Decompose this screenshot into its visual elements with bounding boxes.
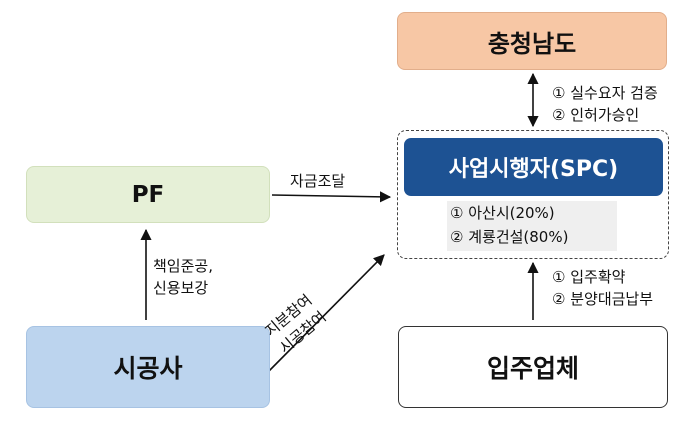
node-pf-label: PF xyxy=(131,181,165,208)
edge-label-line: ② 인허가승인 xyxy=(552,106,640,124)
edge-label-line: 신용보강 xyxy=(153,279,209,297)
edge-label-line: 책임준공, xyxy=(153,257,213,275)
edge-label-line: ① 실수요자 검증 xyxy=(552,84,658,102)
node-builder-label: 시공사 xyxy=(113,354,183,383)
arrow-pf-spc xyxy=(271,191,392,203)
node-pf: PF xyxy=(26,166,270,223)
node-tenant: 입주업체 xyxy=(398,326,668,408)
spc-share-gyeryong: ② 계룡건설(80%) xyxy=(450,228,569,246)
node-tenant-label: 입주업체 xyxy=(486,354,579,383)
edge-label-chungnam-spc: ① 실수요자 검증 ② 인허가승인 xyxy=(552,82,658,126)
arrow-builder-spc xyxy=(267,254,385,373)
node-chungnam-label: 충청남도 xyxy=(487,29,577,58)
edge-label-tenant-spc: ① 입주확약 ② 분양대금납부 xyxy=(552,266,653,310)
spc-share-asan: ① 아산시(20%) xyxy=(450,204,555,222)
node-builder: 시공사 xyxy=(26,326,270,408)
edge-label-line: ② 분양대금납부 xyxy=(552,290,654,308)
node-spc: 사업시행자(SPC) xyxy=(404,138,663,196)
edge-label-builder-pf: 책임준공, 신용보강 xyxy=(153,255,213,299)
spc-shares: ① 아산시(20%) ② 계룡건설(80%) xyxy=(447,201,617,251)
node-chungnam: 충청남도 xyxy=(397,12,667,70)
node-spc-label: 사업시행자(SPC) xyxy=(448,157,619,182)
spc-group xyxy=(397,130,669,259)
edge-label-line: ① 입주확약 xyxy=(552,268,626,286)
edge-label-pf-spc: 자금조달 xyxy=(290,172,346,190)
